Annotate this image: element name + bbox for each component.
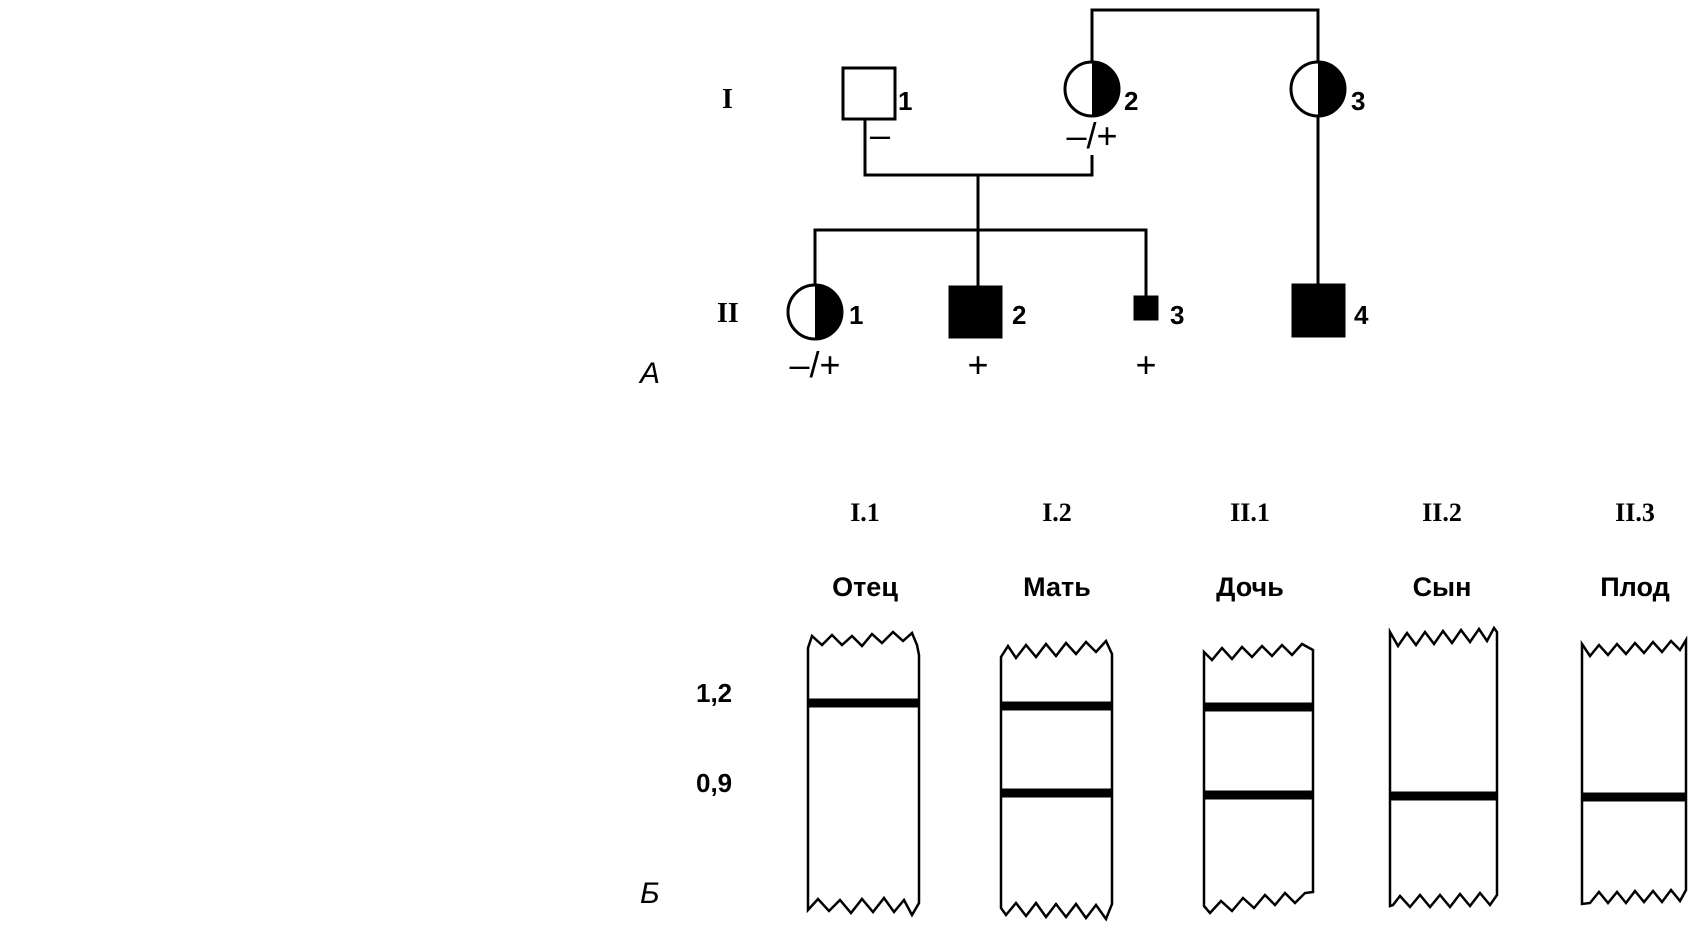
genotype-label: –/+ <box>1066 115 1117 156</box>
lane-name-label: Сын <box>1413 572 1472 602</box>
lane-ii1: II.1 Дочь <box>1202 498 1315 915</box>
lane-name-label: Дочь <box>1216 572 1284 602</box>
lane-name-label: Мать <box>1023 572 1091 602</box>
sibship-line-ii <box>813 228 1148 296</box>
lane-name-label: Плод <box>1600 572 1669 602</box>
individual-number: 1 <box>849 300 863 330</box>
gel-lane-strip <box>1388 625 1499 909</box>
individual-number: 2 <box>1012 300 1026 330</box>
carrier-half-fill <box>1318 62 1345 116</box>
lane-name-label: Отец <box>832 572 898 602</box>
gel-lane-strip <box>806 630 921 918</box>
affected-male-square-symbol <box>948 285 1003 339</box>
lane-ii3: II.3 Плод <box>1580 498 1688 906</box>
individual-number: 2 <box>1124 86 1138 116</box>
lane-id-label: I.2 <box>1042 498 1072 527</box>
panel-label-a: А <box>638 357 660 390</box>
pedigree: А I II 1 – 2 –/+ 3 <box>638 8 1369 390</box>
generation-label-ii: II <box>717 298 739 329</box>
small-affected-male-square-symbol <box>1133 295 1159 321</box>
individual-i3-female-carrier: 3 <box>1289 60 1365 118</box>
genotype-label: + <box>1135 344 1156 385</box>
lane-ii2: II.2 Сын <box>1388 498 1499 909</box>
individual-i2-female-carrier: 2 –/+ <box>1063 60 1138 156</box>
individual-number: 4 <box>1354 300 1369 330</box>
lane-i1: I.1 Отец <box>806 498 921 918</box>
sibship-line-i2-i3 <box>1090 8 1320 62</box>
lane-id-label: II.3 <box>1615 498 1655 527</box>
size-label-1-2: 1,2 <box>696 678 732 708</box>
blot: Б 1,2 0,9 I.1 Отец I.2 Мать II.1 Дочь <box>640 498 1688 922</box>
individual-ii2-male-affected: 2 + <box>948 285 1026 385</box>
size-label-0-9: 0,9 <box>696 768 732 798</box>
panel-label-b: Б <box>640 877 660 910</box>
generation-label-i: I <box>722 84 733 115</box>
individual-number: 3 <box>1170 300 1184 330</box>
individual-ii1-female-carrier: 1 –/+ <box>786 283 863 385</box>
affected-male-square-symbol <box>1291 283 1346 338</box>
gel-lane-strip <box>999 638 1114 922</box>
individual-ii3-male-affected-fetus: 3 + <box>1133 295 1184 385</box>
genotype-label: + <box>967 344 988 385</box>
gel-lane-strip <box>1580 635 1688 906</box>
lane-id-label: I.1 <box>850 498 880 527</box>
genotype-label: –/+ <box>789 344 840 385</box>
lane-id-label: II.1 <box>1230 498 1270 527</box>
lane-i2: I.2 Мать <box>999 498 1114 922</box>
lane-id-label: II.2 <box>1422 498 1462 527</box>
gel-lane-strip <box>1202 642 1315 915</box>
male-square-symbol <box>841 66 897 121</box>
individual-number: 3 <box>1351 86 1365 116</box>
carrier-half-fill <box>815 285 842 339</box>
individual-i1-male-unaffected: 1 – <box>841 66 912 155</box>
carrier-half-fill <box>1092 62 1119 116</box>
individual-number: 1 <box>898 86 912 116</box>
genotype-label: – <box>870 114 890 155</box>
individual-ii4-male-affected: 4 <box>1291 283 1369 338</box>
pedigree-lines <box>813 8 1320 296</box>
mating-line-i1-i2 <box>863 119 1094 177</box>
